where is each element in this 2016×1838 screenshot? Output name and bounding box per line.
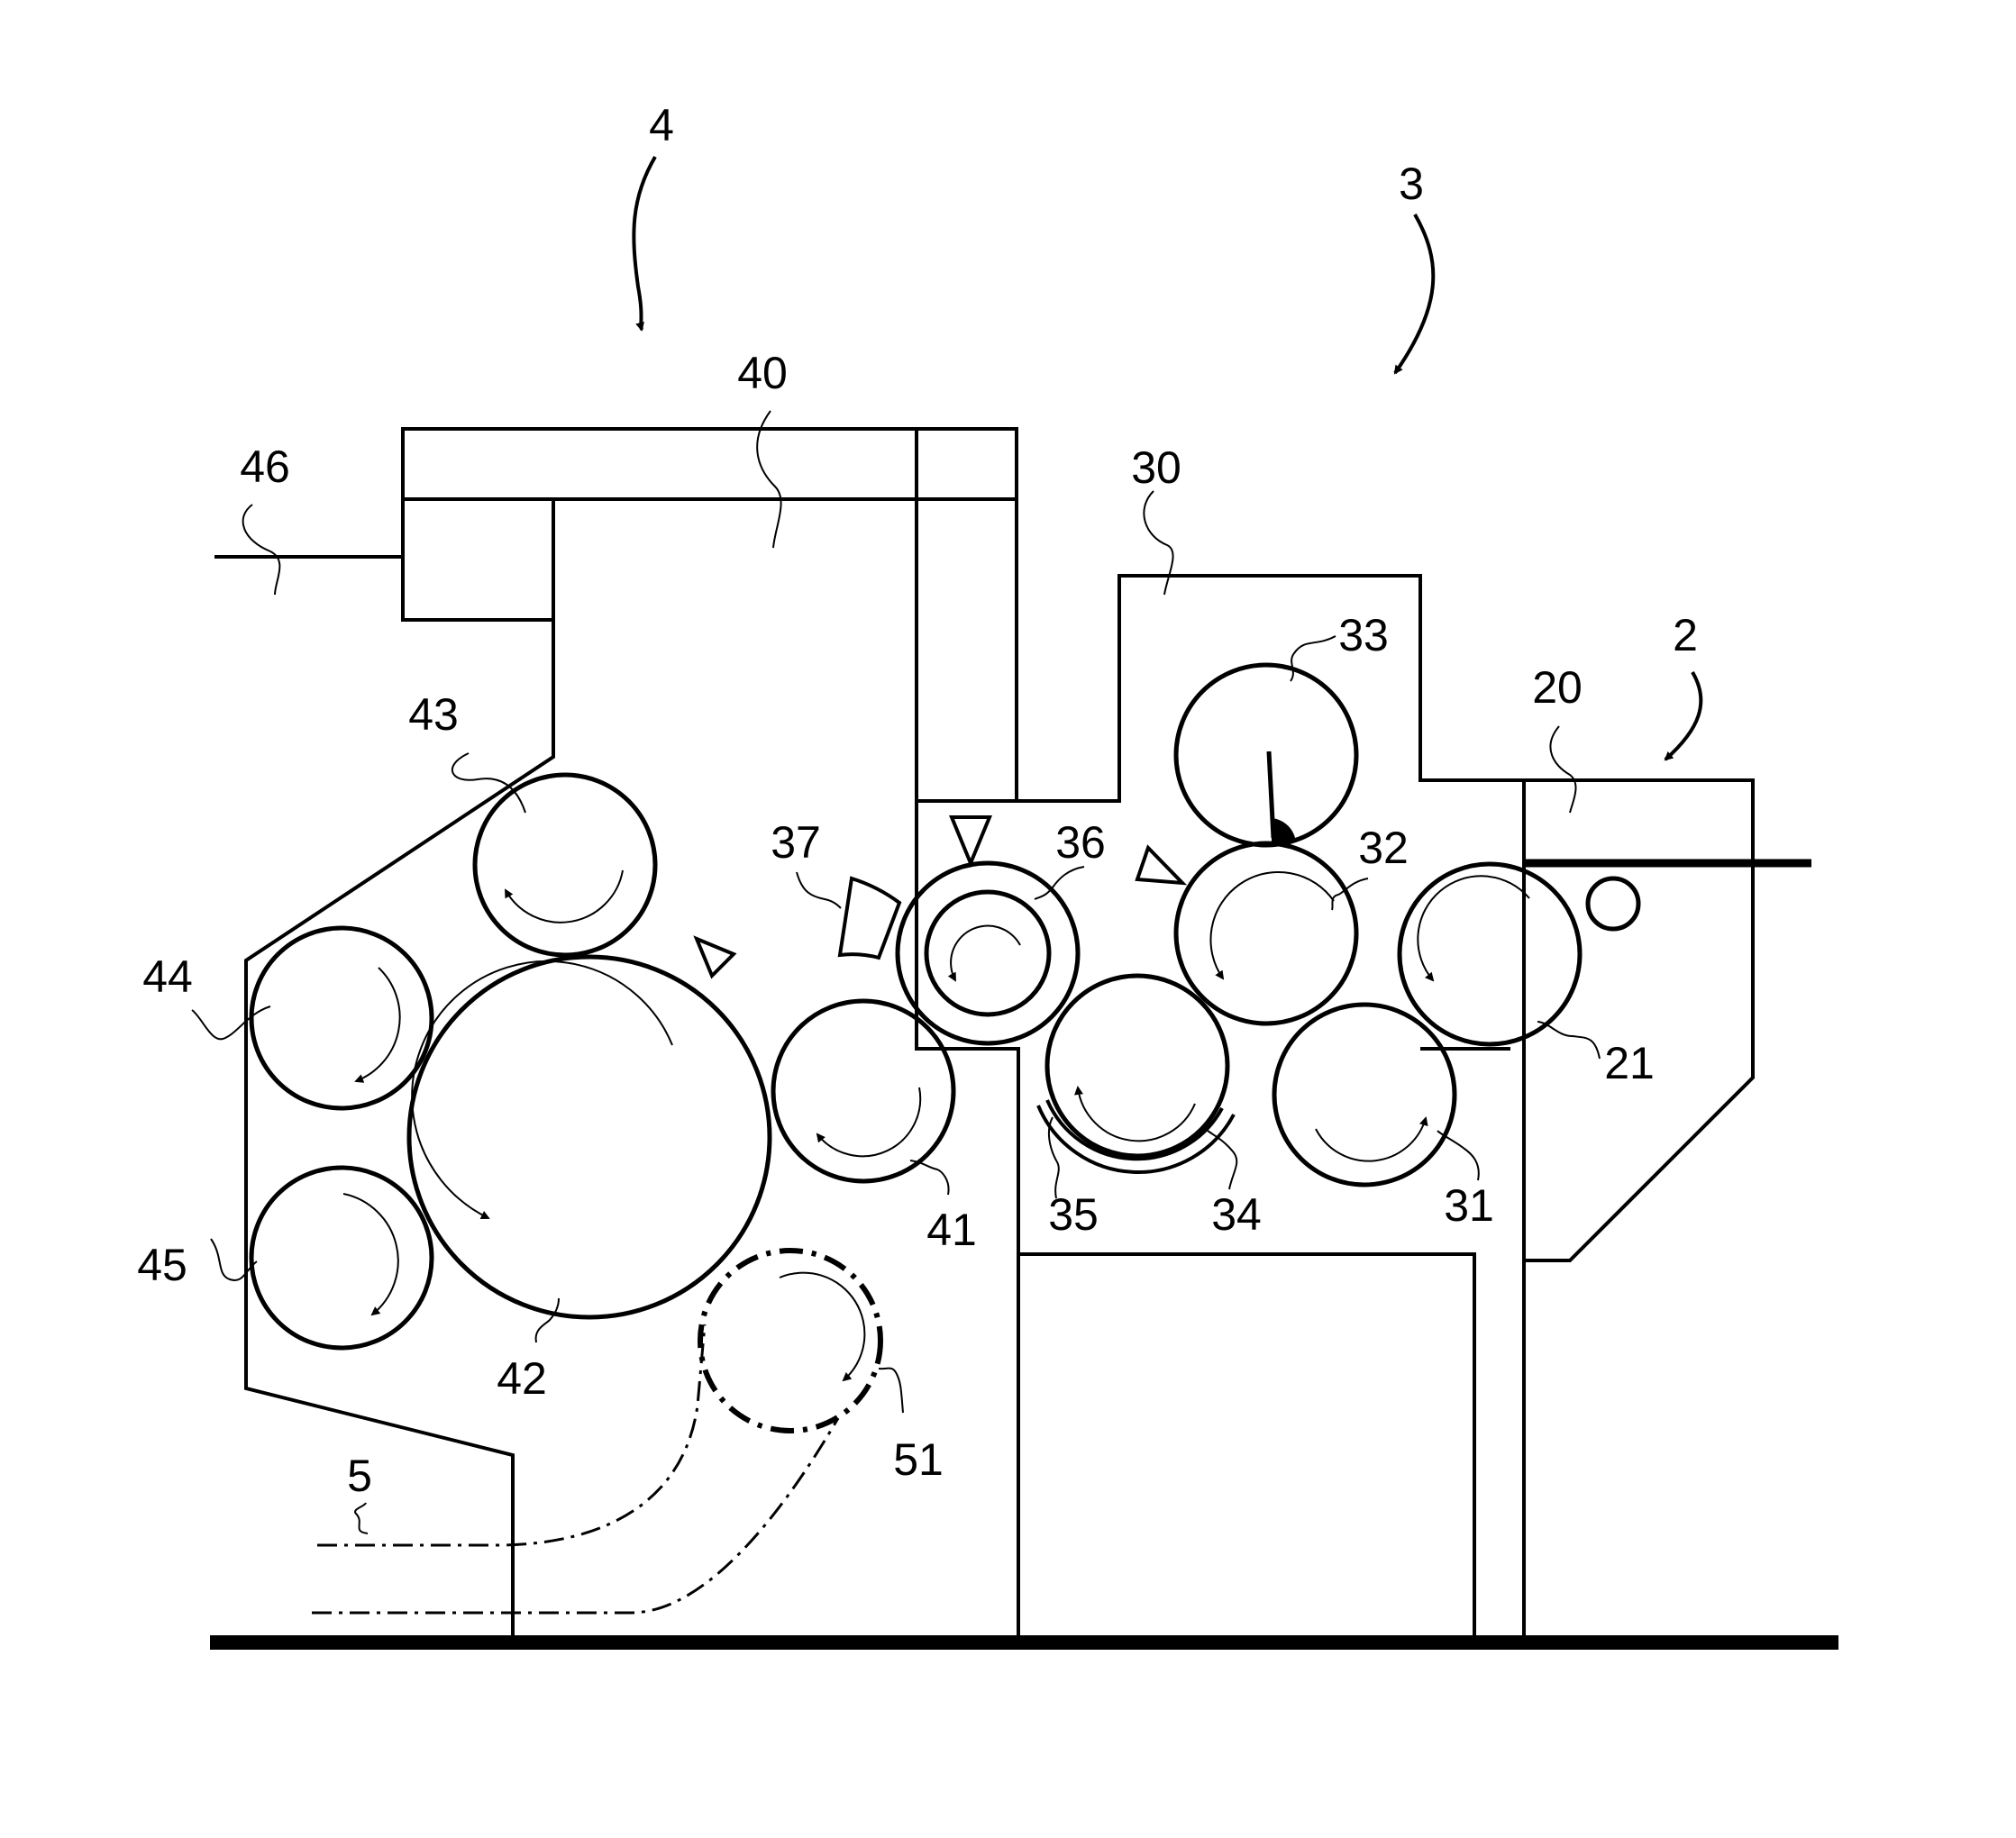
label-45: 45 [137, 1240, 187, 1290]
roller-51 [700, 1251, 880, 1431]
roller-45 [251, 1168, 432, 1348]
roller-21 [1400, 864, 1580, 1044]
roller-41 [773, 1001, 953, 1181]
label-42: 42 [497, 1353, 547, 1404]
label-40: 40 [737, 348, 788, 398]
label-21: 21 [1604, 1038, 1655, 1088]
roller-33 [1176, 665, 1356, 845]
label-43: 43 [408, 689, 459, 740]
roller-43 [475, 775, 655, 955]
label-2: 2 [1673, 610, 1698, 660]
label-35: 35 [1048, 1189, 1099, 1240]
small-parts [697, 751, 1296, 1172]
drum-42 [409, 957, 770, 1317]
label-3: 3 [1399, 159, 1424, 209]
label-34: 34 [1211, 1189, 1262, 1240]
floor-line [210, 1635, 1838, 1650]
label-41: 41 [926, 1205, 977, 1255]
label-5: 5 [347, 1451, 372, 1501]
label-20: 20 [1532, 662, 1583, 713]
feed-roller [1588, 878, 1638, 929]
label-36: 36 [1055, 817, 1106, 868]
roller-34 [1047, 976, 1227, 1156]
product-paths [312, 1324, 838, 1613]
roller-31 [1274, 1005, 1455, 1185]
label-33: 33 [1338, 610, 1389, 660]
label-31: 31 [1444, 1180, 1494, 1231]
label-37: 37 [771, 817, 821, 868]
roller-36-inner [926, 892, 1049, 1015]
roller-32 [1176, 843, 1356, 1024]
label-30: 30 [1131, 442, 1181, 493]
label-4: 4 [649, 100, 674, 150]
roller-44 [251, 928, 432, 1108]
label-32: 32 [1358, 823, 1409, 873]
frame-40 [214, 429, 1524, 1640]
label-46: 46 [240, 441, 290, 492]
label-44: 44 [142, 951, 193, 1002]
label-51: 51 [893, 1434, 944, 1485]
